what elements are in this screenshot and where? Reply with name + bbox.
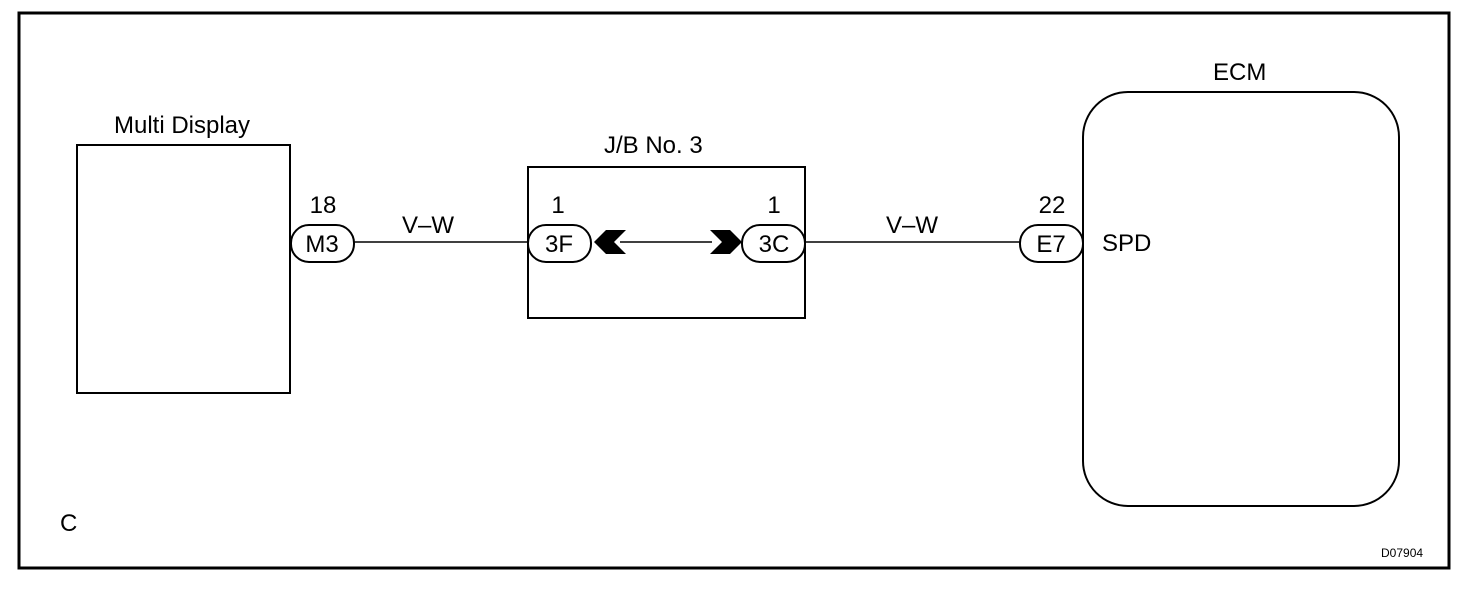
ecm-spd-terminal-label: SPD: [1102, 230, 1151, 257]
diagram-frame: [17, 11, 1451, 570]
connector-m3-code: M3: [305, 231, 338, 258]
junction-block-label: J/B No. 3: [604, 132, 703, 159]
connector-m3-pin: 18: [310, 192, 337, 219]
connector-3f-code: 3F: [545, 231, 573, 258]
connector-3c-pin: 1: [767, 192, 780, 219]
wire-right-color-code: V–W: [886, 212, 938, 239]
connector-3f: [527, 224, 592, 263]
connector-e7-code: E7: [1036, 231, 1065, 258]
jb-arrow-right-icon: [710, 230, 742, 254]
corner-label: C: [60, 510, 77, 537]
ecm-label: ECM: [1213, 59, 1266, 86]
multi-display-box: [76, 144, 291, 394]
connector-3f-pin: 1: [551, 192, 564, 219]
multi-display-label: Multi Display: [114, 112, 250, 139]
wire-left-color-code: V–W: [402, 212, 454, 239]
connector-3c: [741, 224, 806, 263]
connector-e7: [1019, 224, 1084, 263]
connector-e7-pin: 22: [1039, 192, 1066, 219]
connector-3c-code: 3C: [759, 231, 790, 258]
figure-code: D07904: [1381, 546, 1423, 560]
jb-arrow-left-icon: [594, 230, 626, 254]
connector-m3: [290, 224, 355, 263]
ecm-box: [1082, 91, 1400, 507]
